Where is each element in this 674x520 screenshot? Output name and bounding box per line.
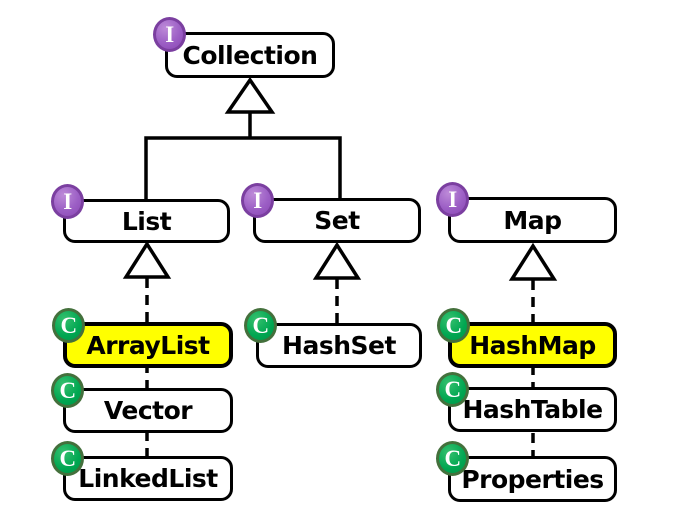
node-label: HashSet [282,331,396,360]
node-map: I Map [436,182,617,243]
node-vector: C Vector [51,373,233,433]
node-label: Vector [103,396,193,425]
triangle-arrow-set [312,241,362,280]
node-label: Collection [182,40,318,70]
triangle-arrow-list [122,240,172,279]
class-badge-icon: C [52,308,85,343]
node-label: HashMap [469,330,596,360]
node-hashtable: C HashTable [436,372,617,432]
interface-badge-icon: I [436,182,469,217]
class-badge-icon: C [436,372,469,407]
node-label: LinkedList [78,464,218,493]
interface-badge-icon: I [51,184,84,219]
class-badge-icon: C [436,441,469,476]
node-label: Map [503,205,562,235]
node-label: List [121,206,172,236]
node-list: I List [51,184,230,243]
solid-line-branch-list-set [144,136,342,203]
triangle-arrow-map [508,242,558,281]
class-badge-icon: C [244,308,277,343]
node-set: I Set [241,183,421,243]
node-label: Set [314,206,360,235]
node-label: HashTable [462,395,603,424]
triangle-arrow-collection [224,76,276,114]
node-properties: C Properties [436,441,617,502]
class-badge-icon: C [437,308,470,343]
node-linkedlist: C LinkedList [51,441,233,501]
class-badge-icon: C [51,441,84,476]
node-hashmap: C HashMap [437,308,617,368]
node-collection: I Collection [153,17,335,78]
interface-badge-icon: I [241,183,274,218]
class-badge-icon: C [51,373,84,408]
interface-badge-icon: I [153,17,186,52]
node-label: Properties [461,464,604,494]
node-hashset: C HashSet [244,308,422,368]
node-arraylist: C ArrayList [52,308,233,368]
node-label: ArrayList [86,330,210,360]
